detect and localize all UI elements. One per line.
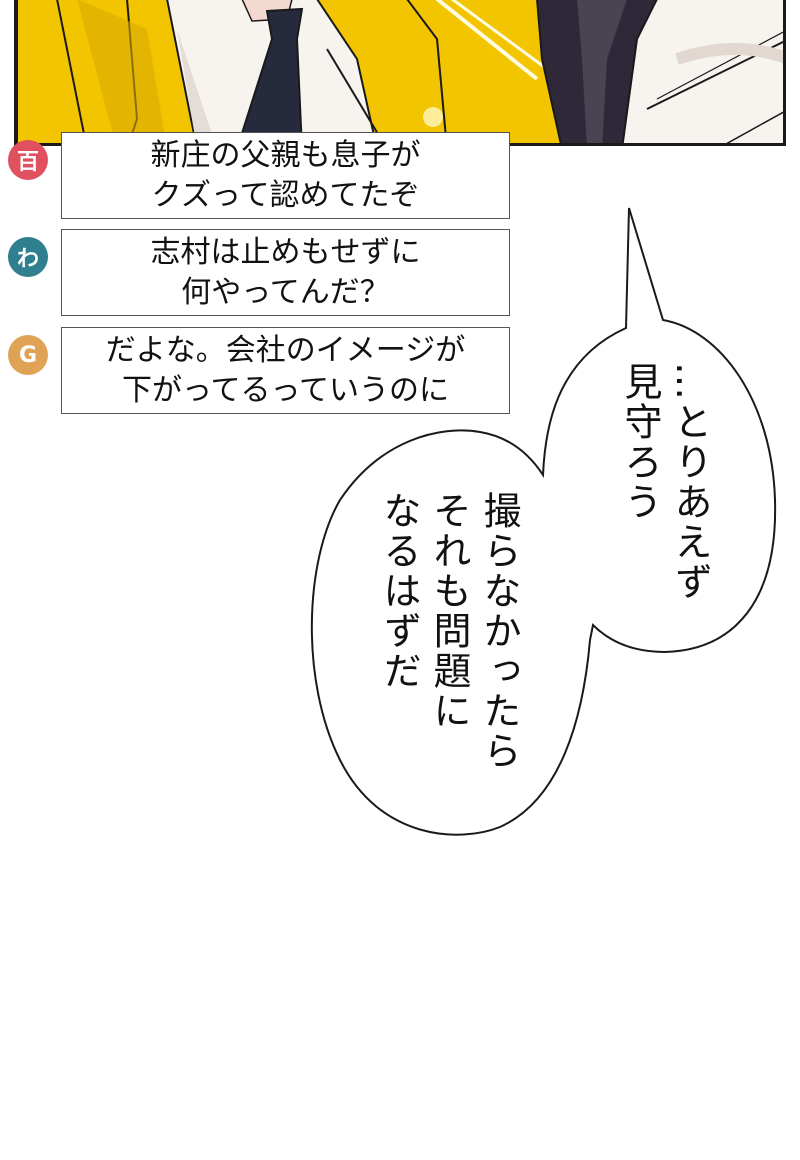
comment-line: だよな。会社のイメージが [105, 332, 466, 368]
comment-text-box: 新庄の父親も息子が クズって認めてたぞ [61, 132, 510, 219]
commenter-avatar: G [8, 335, 48, 375]
speech-column: それも問題に [427, 491, 471, 731]
comment-text-box: だよな。会社のイメージが 下がってるっていうのに [61, 327, 510, 414]
avatar-label: 百 [16, 150, 39, 175]
panel-illustration [17, 0, 783, 143]
avatar-label: わ [16, 247, 39, 272]
comment-line: クズって認めてたぞ [151, 177, 420, 213]
speech-column: 撮らなかったら [477, 491, 521, 771]
commenter-avatar: 百 [8, 140, 48, 180]
comment-line: 志村は止めもせずに [150, 234, 421, 270]
comment-line: 新庄の父親も息子が [150, 137, 421, 173]
commenter-avatar: わ [8, 237, 48, 277]
speech-bubble-2: 撮らなかったら それも問題に なるはずだ [374, 491, 524, 771]
viewer-comment: G だよな。会社のイメージが 下がってるっていうのに [0, 327, 520, 417]
avatar-label: G [18, 342, 38, 368]
speech-column: なるはずだ [377, 491, 421, 691]
comic-panel-image [14, 0, 786, 146]
comment-line: 下がってるっていうのに [122, 372, 449, 408]
viewer-comment: 百 新庄の父親も息子が クズって認めてたぞ [0, 132, 520, 222]
speech-column: …とりあえず [668, 362, 712, 602]
speech-bubble-1: …とりあえず 見守ろう [615, 362, 715, 602]
speech-column: 見守ろう [618, 362, 662, 522]
comment-text-box: 志村は止めもせずに 何やってんだ？ [61, 229, 510, 316]
viewer-comment: わ 志村は止めもせずに 何やってんだ？ [0, 229, 520, 319]
comment-line: 何やってんだ？ [181, 274, 390, 310]
